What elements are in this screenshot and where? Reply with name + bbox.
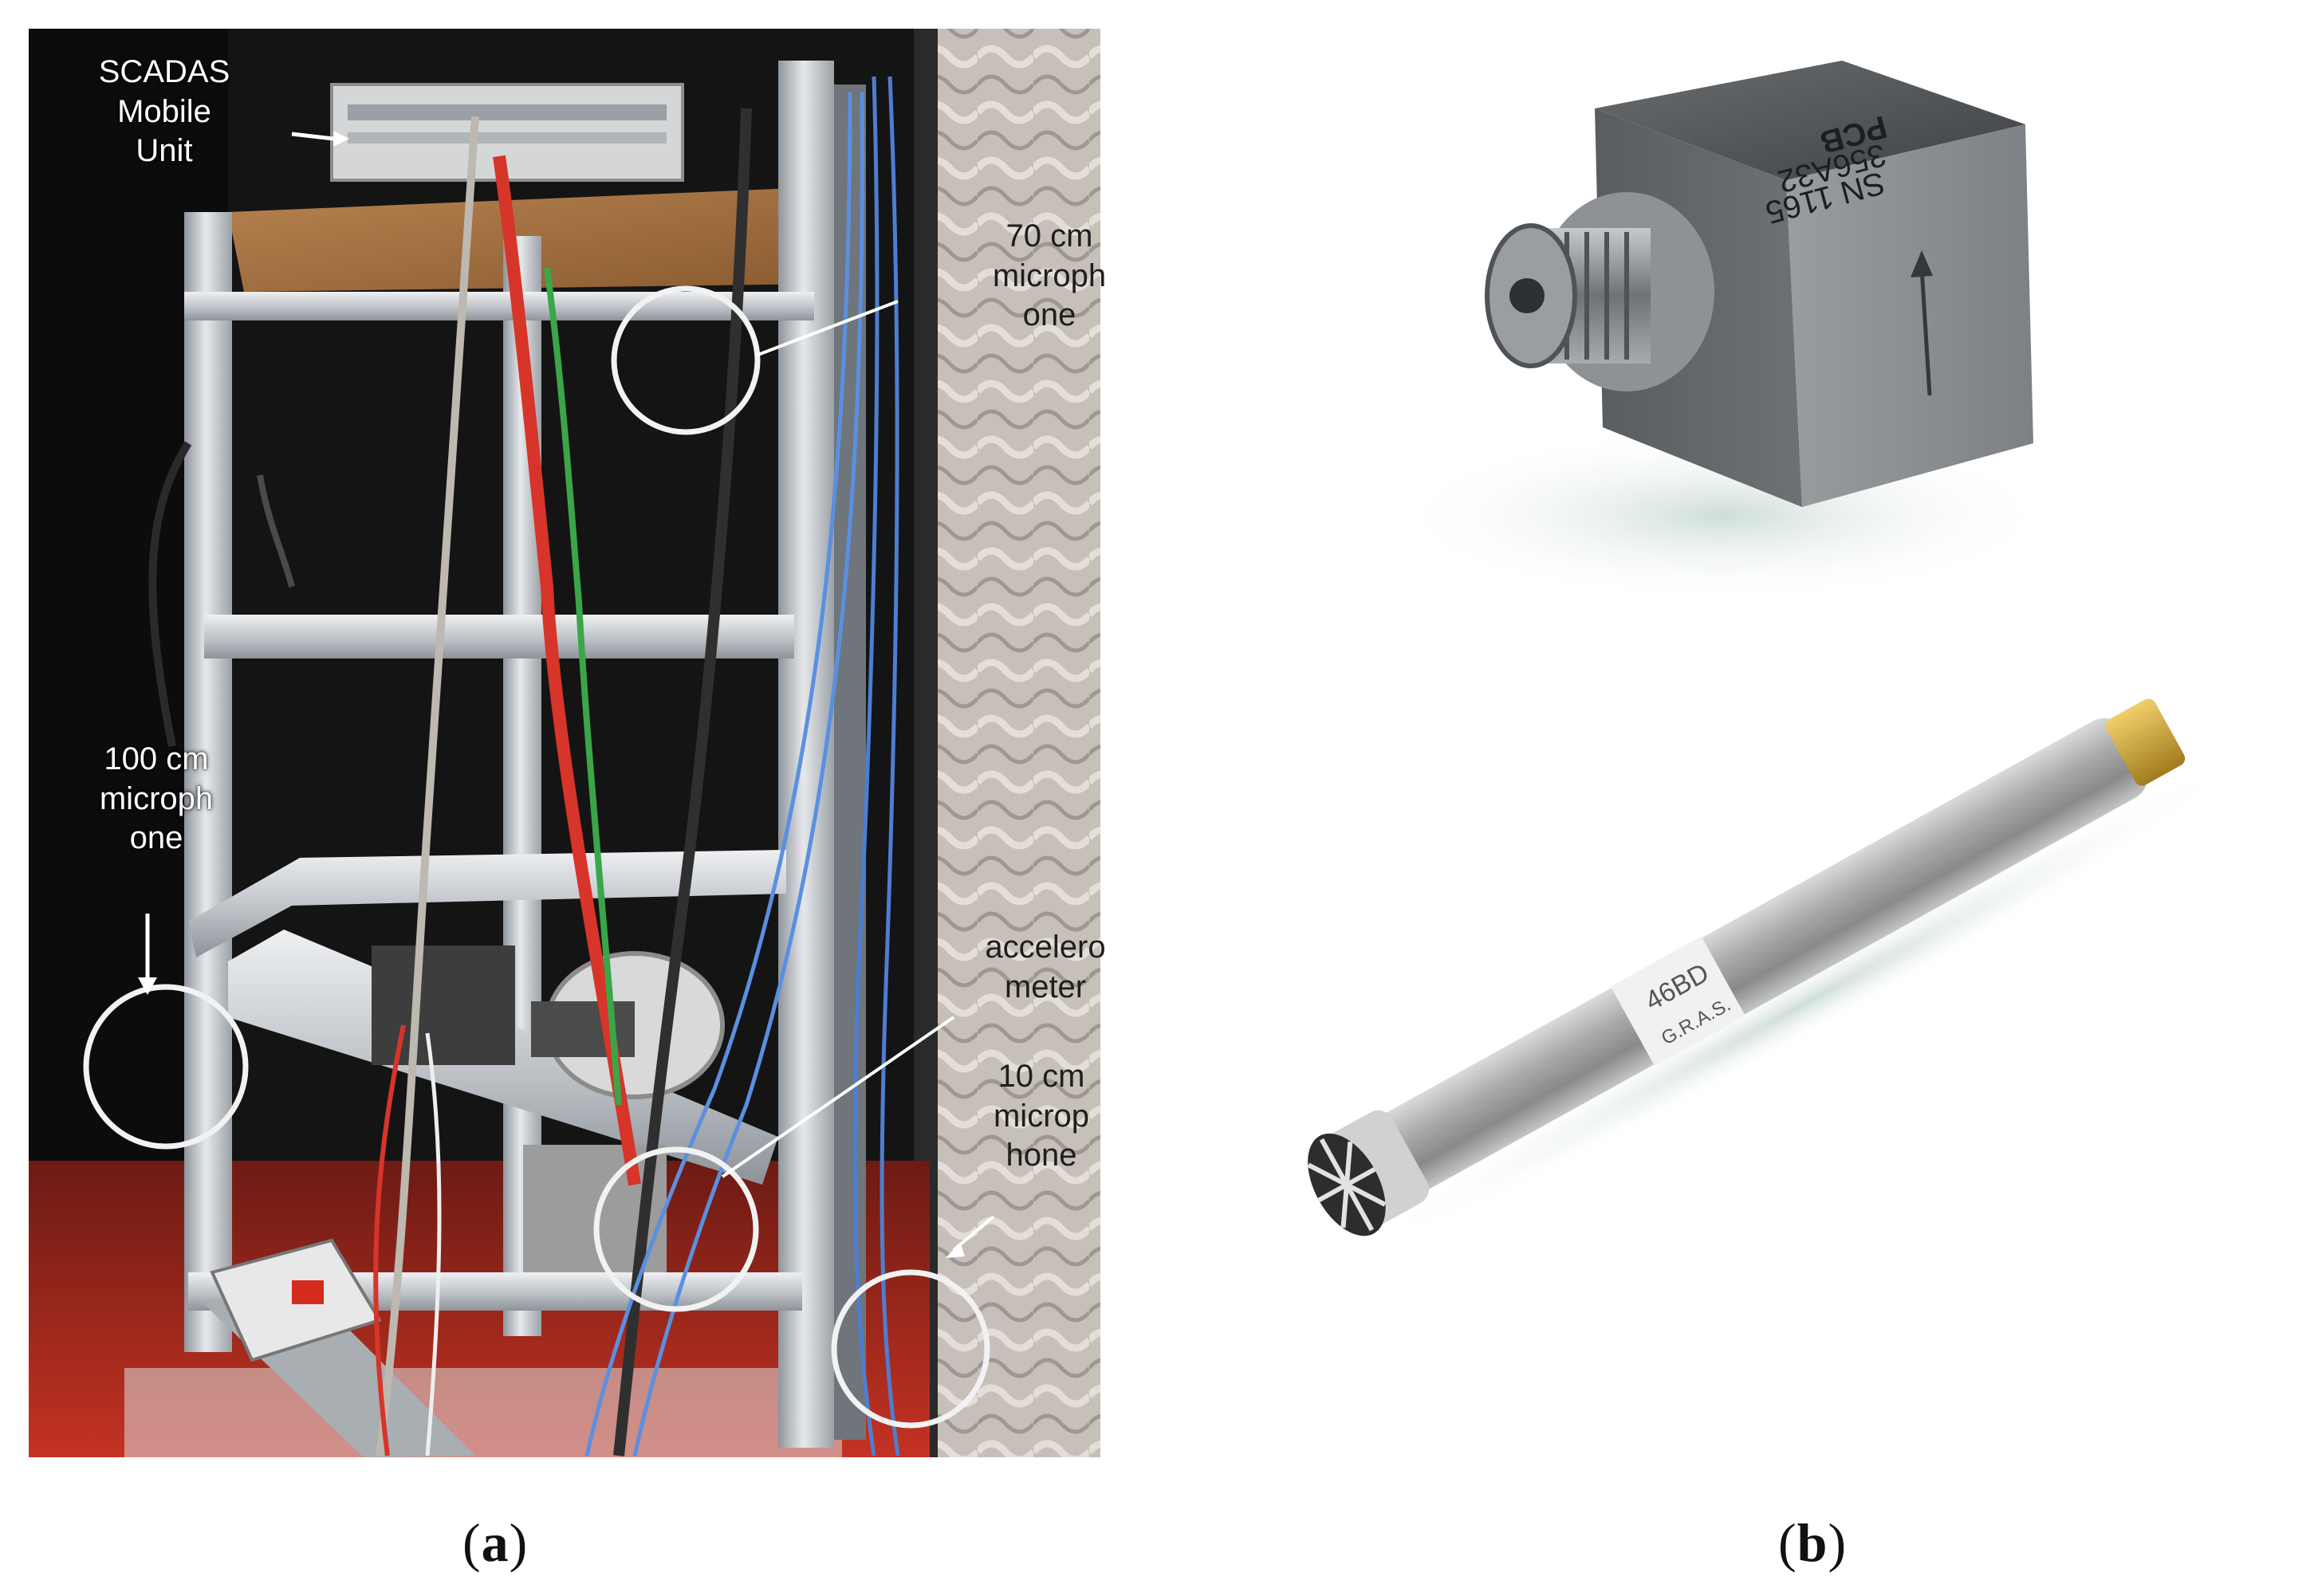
label-scadas-mobile-unit: SCADAS Mobile Unit — [98, 54, 230, 169]
label-100cm-microphone: 100 cm microph one — [99, 741, 214, 856]
panel-b-sensors: PCB 356A32 SN 1165 46BD G.R.A.S. — [1228, 29, 2314, 1384]
circle-accelerometer — [593, 1146, 759, 1312]
red-cable — [493, 155, 641, 1186]
test-rig-photo — [29, 29, 1100, 1457]
measurement-microphone: 46BD G.R.A.S. — [1307, 698, 2250, 1254]
label-accelerometer: accelero meter — [985, 930, 1106, 1004]
circle-100cm-microphone — [83, 984, 249, 1150]
panel-label-b: (b) — [1778, 1512, 1848, 1573]
circle-10cm-microphone — [831, 1269, 990, 1429]
label-10cm-microphone: 10 cm microp hone — [993, 1059, 1090, 1173]
frame-post-left — [184, 212, 232, 1352]
frame-bar-middle — [204, 615, 794, 658]
label-70cm-microphone: 70 cm microph one — [992, 218, 1107, 333]
acoustic-foam-wall — [930, 29, 1100, 1457]
circle-70cm-microphone — [611, 285, 761, 435]
triaxial-accelerometer — [1387, 61, 2057, 603]
sensor-photo: PCB 356A32 SN 1165 46BD G.R.A.S. — [1307, 61, 2250, 1254]
panel-a-photo: SCADAS Mobile Unit 70 cm microph one 100… — [29, 29, 1106, 1457]
leader-line-70cm — [755, 300, 899, 357]
panel-label-a: (a) — [462, 1512, 529, 1573]
leader-line-accelerometer — [721, 1016, 955, 1178]
